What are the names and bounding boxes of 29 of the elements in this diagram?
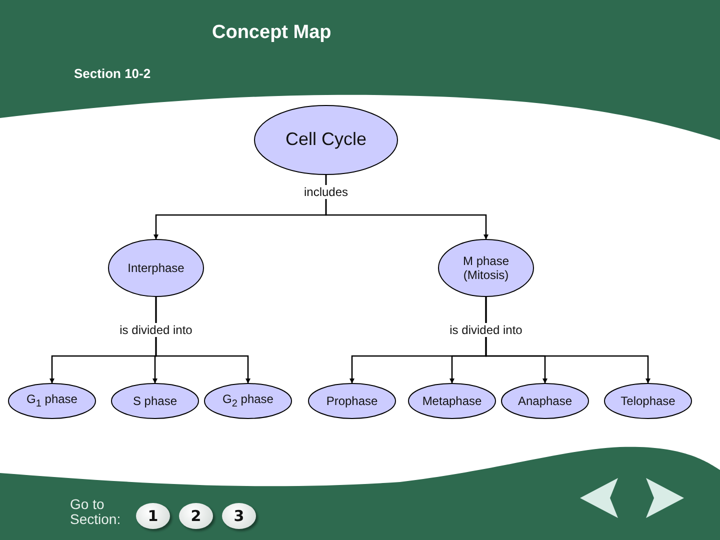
connector-arrow xyxy=(155,297,251,384)
concept-text: M phase (Mitosis) xyxy=(462,254,510,282)
concept-ellipse xyxy=(604,383,692,419)
concept-ellipse xyxy=(308,383,396,419)
edge-label: includes xyxy=(302,185,350,199)
concept-ellipse xyxy=(438,239,534,297)
edge-label: is divided into xyxy=(448,323,524,337)
concept-text: Anaphase xyxy=(518,394,572,408)
section-label: Section 10-2 xyxy=(74,66,151,81)
concept-ellipse xyxy=(408,383,496,419)
concept-text: S phase xyxy=(132,394,178,408)
concept-ellipse xyxy=(111,383,199,419)
concept-text: Telophase xyxy=(620,394,676,408)
concept-text: Interphase xyxy=(128,260,184,276)
nav-label: Go to Section: xyxy=(70,497,122,527)
concept-ellipse xyxy=(204,383,292,419)
concept-text: G$_{2}$ phase xyxy=(222,392,274,410)
concept-text: Cell Cycle xyxy=(285,129,367,151)
concept-ellipse xyxy=(501,383,589,419)
concept-text: Prophase xyxy=(326,394,378,408)
concept-text: G$_{1}$ phase xyxy=(26,392,78,410)
connector-arrow xyxy=(485,297,651,384)
concept-text: Metaphase xyxy=(422,394,482,408)
connector-arrow xyxy=(325,175,489,240)
page-title: Concept Map xyxy=(212,22,332,44)
concept-ellipse xyxy=(8,383,96,419)
edge-label: is divided into xyxy=(118,323,194,337)
concept-ellipse xyxy=(254,105,398,175)
concept-ellipse xyxy=(108,239,204,297)
